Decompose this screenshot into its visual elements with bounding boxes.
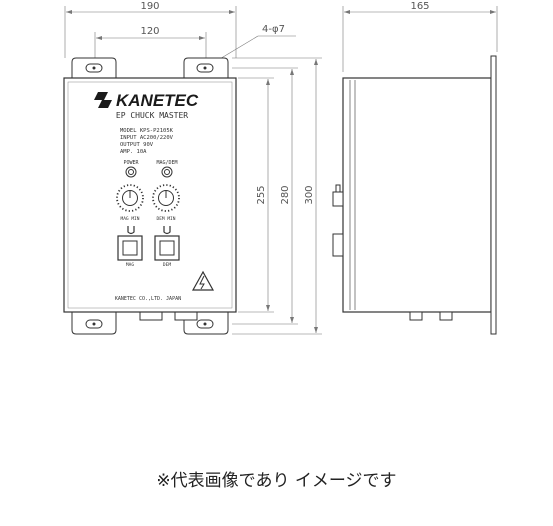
mount-tab-bottom-left bbox=[71, 312, 117, 335]
dimension-depth: 165 bbox=[342, 1, 498, 72]
caption-representative-image: ※代表画像であり イメージです bbox=[156, 471, 397, 491]
hole-spec-label: 4-φ7 bbox=[262, 24, 285, 35]
front-panel-inner bbox=[67, 81, 233, 309]
dim-120-label: 120 bbox=[140, 26, 159, 37]
spec-line-1: MODEL KPS-P2105K bbox=[120, 128, 174, 134]
dim-190-label: 190 bbox=[140, 1, 159, 12]
control-box-side bbox=[332, 55, 497, 335]
lamp-power: POWER bbox=[123, 160, 140, 178]
control-box-front bbox=[63, 77, 237, 313]
dim-280-label: 280 bbox=[280, 185, 291, 204]
product-title: EP CHUCK MASTER bbox=[116, 111, 188, 120]
kanetec-logo: KANETEC bbox=[94, 91, 199, 110]
dimension-hole-spacing: 120 bbox=[94, 26, 207, 62]
lamp-mag-dem-label: MAG/DEM bbox=[156, 160, 177, 166]
dim-255-label: 255 bbox=[256, 185, 267, 204]
lamp-mag-dem: MAG/DEM bbox=[156, 160, 178, 178]
electric-hazard-icon bbox=[191, 270, 215, 291]
magnet-symbol-icon bbox=[127, 226, 171, 235]
maker-line: KANETEC CO.,LTD. JAPAN bbox=[115, 296, 181, 302]
dial-dem: DEM MIN bbox=[152, 184, 180, 222]
dimension-heights bbox=[232, 57, 322, 335]
spec-line-2: INPUT AC200/220V bbox=[120, 135, 174, 141]
dial-mag-label: MAG MIN bbox=[121, 216, 140, 222]
button-dem: DEM bbox=[154, 235, 180, 268]
button-dem-label: DEM bbox=[163, 262, 171, 268]
mount-tab-top-left bbox=[71, 57, 117, 78]
lamp-power-label: POWER bbox=[123, 160, 139, 166]
mount-tab-top-right bbox=[183, 57, 229, 78]
button-mag: MAG bbox=[117, 235, 143, 268]
dim-300-label: 300 bbox=[304, 185, 315, 204]
dial-mag: MAG MIN bbox=[116, 184, 144, 222]
dim-165-label: 165 bbox=[410, 1, 429, 12]
spec-plate: MODEL KPS-P2105K INPUT AC200/220V OUTPUT… bbox=[120, 128, 174, 155]
spec-line-3: OUTPUT 90V bbox=[120, 142, 154, 148]
spec-line-4: AMP. 10A bbox=[120, 149, 147, 155]
button-mag-label: MAG bbox=[126, 262, 134, 268]
brand-name: KANETEC bbox=[116, 91, 199, 110]
bottom-connectors bbox=[139, 311, 198, 321]
dial-dem-label: DEM MIN bbox=[157, 216, 176, 222]
